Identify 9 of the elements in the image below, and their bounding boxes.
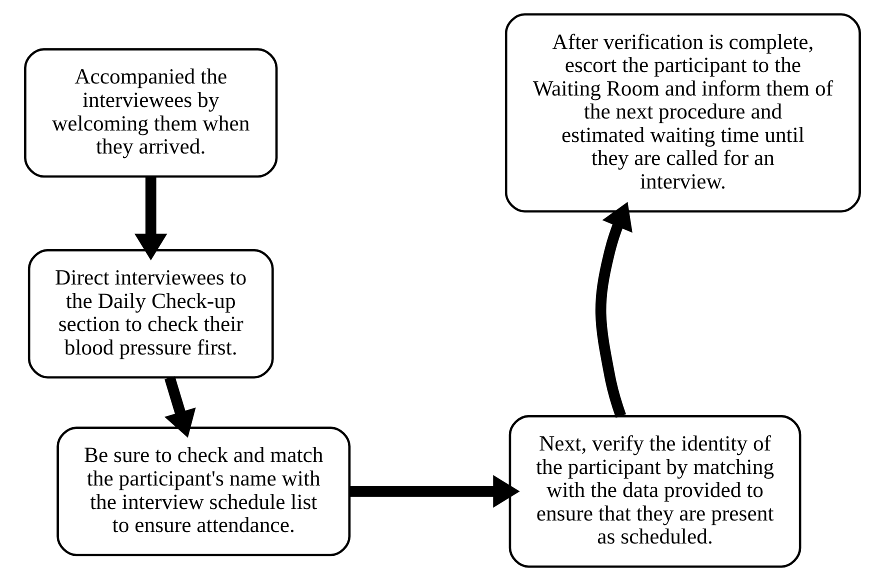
arrow xyxy=(134,177,168,260)
node-box: Be sure to check and match the participant's name with the interview schedule list to ensure attendance. xyxy=(56,426,351,556)
arrow xyxy=(595,202,632,418)
arrow xyxy=(164,376,196,438)
node-box: Direct interviewees to the Daily Check-up section to check their blood pressure first. xyxy=(28,249,274,379)
node-box: After verification is complete, escort the participant to the Waiting Room and inform them of the next procedure and estimated waiting time until they are called for an interview. xyxy=(504,13,861,213)
node-box: Next, verify the identity of the participant by matching with the data provided to ensure that they are present as scheduled. xyxy=(508,415,802,568)
node-box: Accompanied the interviewees by welcoming them when they arrived. xyxy=(24,48,278,178)
arrow xyxy=(350,475,520,508)
